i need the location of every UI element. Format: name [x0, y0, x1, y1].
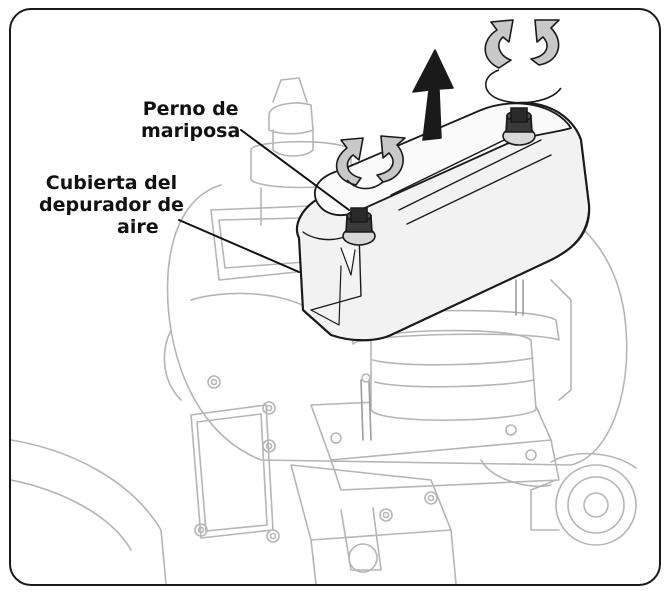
- cover-label-line3: aire: [117, 216, 159, 238]
- engine-body: [11, 77, 637, 584]
- cover-label-line1: Cubierta del: [45, 172, 178, 194]
- wing-bolt-right: [502, 107, 536, 146]
- engine-illustration: [11, 19, 637, 584]
- up-arrow-icon: [412, 49, 454, 141]
- figure-frame: Perno de mariposa Cubierta del depurador…: [9, 8, 661, 586]
- leader-lines: [178, 129, 350, 273]
- rotate-arrows-icon: [335, 19, 562, 190]
- cover-label-line2: depurador de: [39, 194, 184, 216]
- wing-bolt-label: Perno de mariposa: [141, 98, 240, 142]
- air-cleaner-cover: [295, 101, 591, 342]
- wing-bolt-label-line2: mariposa: [141, 120, 241, 142]
- wing-bolt-label-line1: Perno de: [142, 98, 239, 120]
- wing-bolt-left: [342, 207, 376, 246]
- wing-bolt-leader: [240, 129, 350, 211]
- cover-label: Cubierta del depurador de aire: [39, 172, 184, 238]
- cover-leader: [178, 219, 300, 273]
